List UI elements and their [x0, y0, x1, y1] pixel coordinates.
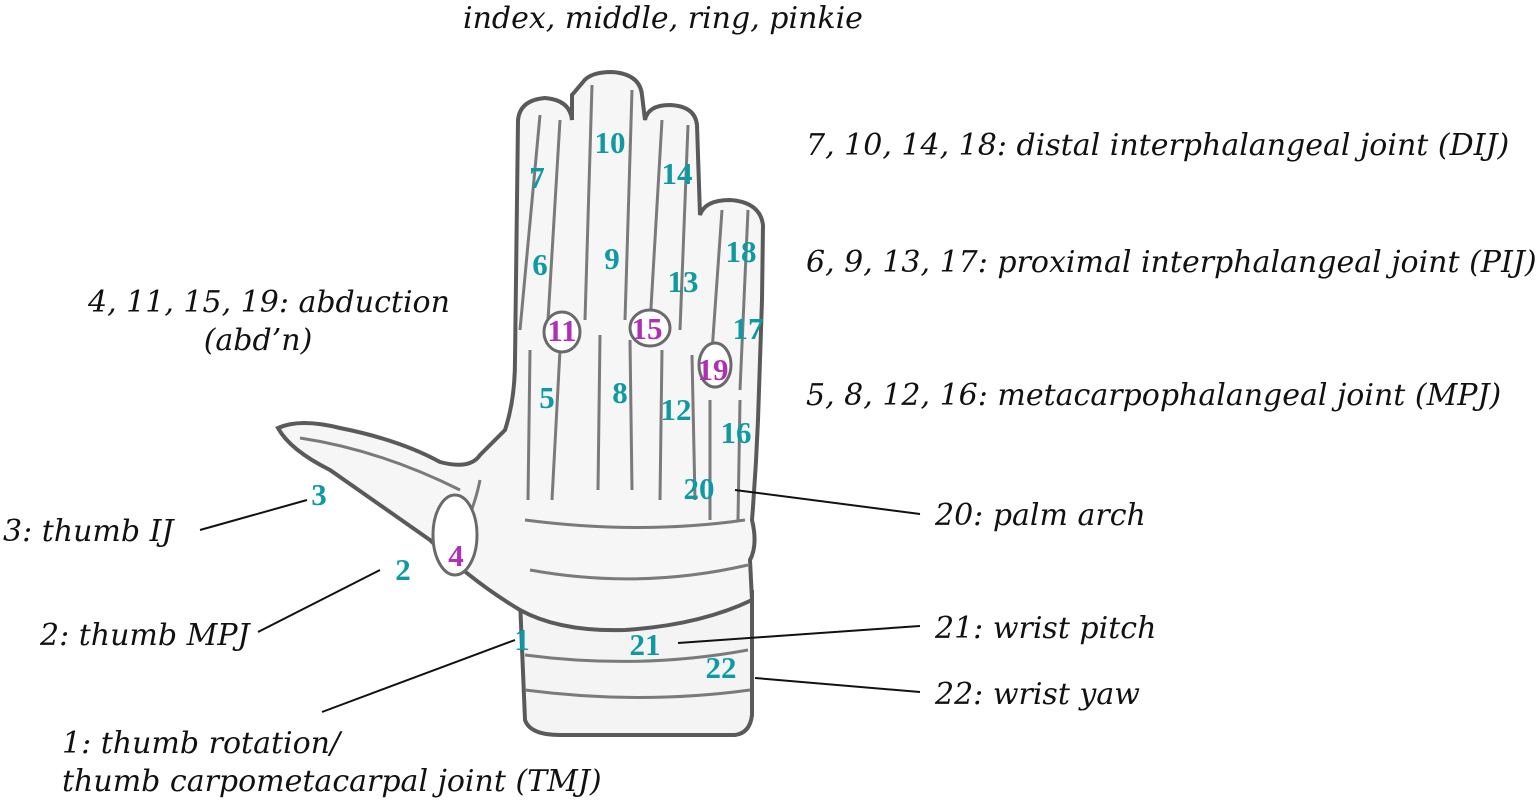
joint-20: 20 — [683, 471, 715, 506]
legend-wrist-pitch: 21: wrist pitch — [935, 611, 1157, 646]
legend-wrist-yaw: 22: wrist yaw — [935, 677, 1140, 712]
legend-abduction: 4, 11, 15, 19: abduction (abd’n) — [88, 284, 450, 359]
joint-14: 14 — [661, 156, 693, 191]
legend-abduction-line2: (abd’n) — [203, 322, 313, 358]
joint-7: 7 — [529, 160, 545, 195]
joint-11: 11 — [547, 313, 577, 348]
legend-abduction-line1: 4, 11, 15, 19: abduction — [88, 285, 450, 320]
joint-21: 21 — [629, 627, 661, 662]
fingers-title: index, middle, ring, pinkie — [463, 1, 863, 36]
joint-16: 16 — [720, 415, 752, 450]
abduction-pads — [431, 308, 733, 577]
joint-6: 6 — [532, 247, 548, 282]
joint-18: 18 — [725, 234, 757, 269]
legend-mpj: 5, 8, 12, 16: metacarpophalangeal joint … — [806, 378, 1502, 413]
joint-10: 10 — [594, 125, 626, 160]
leader-lines — [199, 489, 921, 713]
joint-8: 8 — [612, 375, 628, 410]
joint-22: 22 — [705, 650, 737, 685]
legend-thumb-ij: 3: thumb IJ — [3, 514, 174, 549]
joint-9: 9 — [604, 241, 620, 276]
joint-15: 15 — [631, 311, 663, 346]
legend-palm-arch: 20: palm arch — [935, 498, 1146, 533]
joint-2: 2 — [395, 552, 411, 587]
joint-1: 1 — [514, 622, 530, 657]
joint-13: 13 — [667, 264, 699, 299]
joint-19: 19 — [697, 352, 729, 387]
joint-5: 5 — [539, 380, 555, 415]
legend-thumb-mpj: 2: thumb MPJ — [40, 618, 250, 653]
joint-17: 17 — [732, 311, 764, 346]
hand-sketch — [199, 69, 921, 737]
legend-tmj-line1: 1: thumb rotation/ — [62, 726, 341, 761]
legend-tmj: 1: thumb rotation/ thumb carpometacarpal… — [62, 725, 602, 800]
hand-outline — [275, 69, 766, 633]
joint-12: 12 — [660, 392, 692, 427]
legend-tmj-line2: thumb carpometacarpal joint (TMJ) — [62, 763, 602, 799]
joint-4: 4 — [448, 538, 464, 573]
joint-3: 3 — [311, 477, 327, 512]
legend-pij: 6, 9, 13, 17: proximal interphalangeal j… — [806, 245, 1537, 280]
legend-dij: 7, 10, 14, 18: distal interphalangeal jo… — [806, 128, 1510, 163]
